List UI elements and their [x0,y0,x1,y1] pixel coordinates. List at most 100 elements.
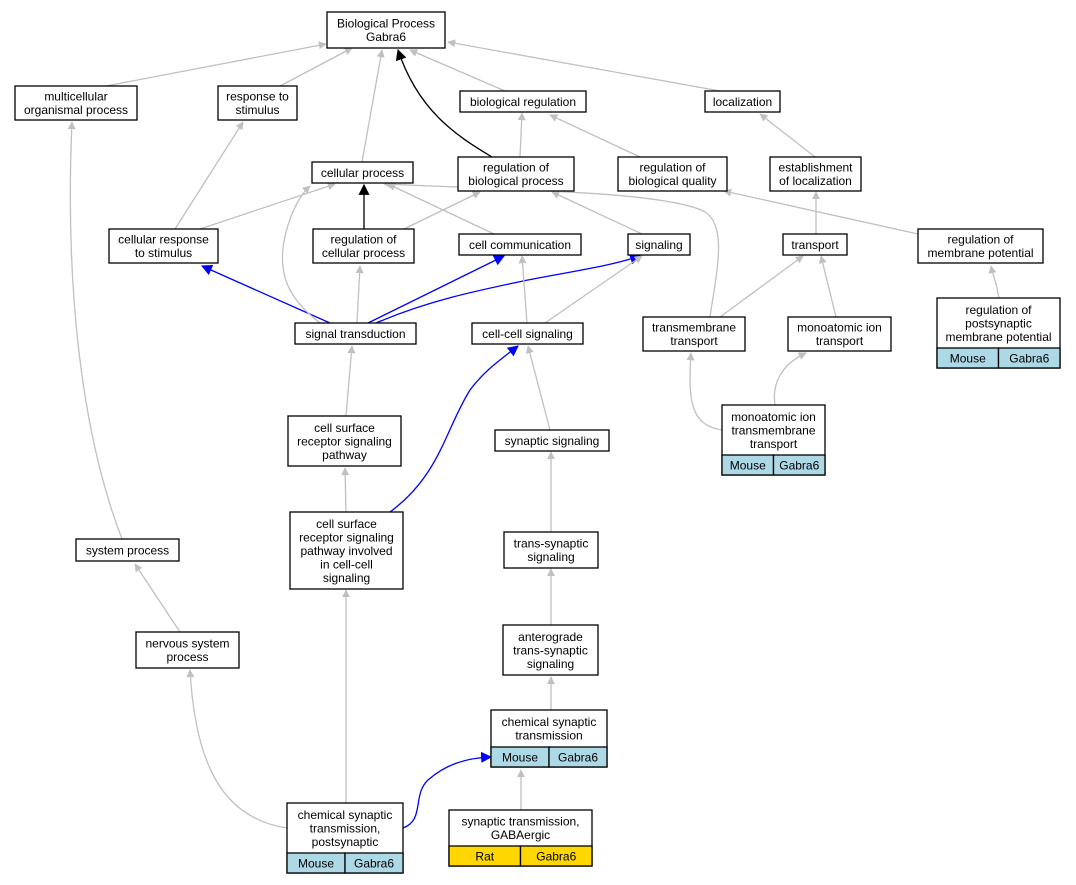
node-label-line: transmembrane [731,423,815,437]
node-label-line: localization [713,95,772,109]
node-label-line: transmission, [310,821,381,835]
node-chemical_postsynaptic[interactable]: chemical synaptictransmission,postsynapt… [286,802,404,874]
annotation-cell [772,454,826,476]
edge-cellular_response-to-cellular_process [199,182,336,230]
edge-csrsp-to-signal_transduction [345,345,356,417]
node-box [503,531,599,569]
node-box [135,631,240,669]
node-label-line: chemical synaptic [298,808,393,822]
node-label-line: regulation of [483,161,550,175]
node-box [617,156,728,192]
node-monoatomic_ion_tm[interactable]: monoatomic iontransmembranetransportMous… [721,404,826,476]
node-box [627,233,691,256]
node-label-line: cell-cell signaling [482,327,573,341]
edge-regulation_bp-to-biological_regulation [517,112,526,158]
node-label-line: trans-synaptic [513,643,588,657]
node-signal_transduction[interactable]: signal transduction [294,322,417,345]
annotation-label: Gabra6 [1009,351,1049,365]
edge-localization-to-bp [447,39,721,92]
node-label-line: response to [226,90,289,104]
node-box [642,316,746,352]
edge-monoatomic_ion_tm-to-monoatomic_ion_transport [773,352,807,406]
edge-system_process-to-multicellular [67,121,123,540]
annotation-cell [344,852,404,874]
node-box [294,322,417,345]
annotation-label: Gabra6 [536,849,576,863]
node-cellular_process[interactable]: cellular process [311,161,414,184]
node-box [287,415,402,467]
node-label-line: signaling [635,238,682,252]
node-label-line: membrane potential [945,330,1051,344]
annotation-label: Mouse [298,856,334,870]
node-label-line: transport [816,334,864,348]
node-box [704,90,781,113]
node-label-line: postsynaptic [312,835,379,849]
node-label-line: transport [791,238,839,252]
node-label-line: transmembrane [652,321,736,335]
node-label-line: Gabra6 [366,30,406,44]
node-label-line: signal transduction [305,327,405,341]
node-box [459,90,587,113]
edge-signal_transduction-to-cellular_process [281,185,321,324]
node-label-line: cell communication [469,238,571,252]
node-system_process[interactable]: system process [75,538,180,562]
node-label-line: monoatomic ion [797,321,882,335]
annotation-label: Rat [475,849,494,863]
node-synaptic_signaling[interactable]: synaptic signaling [494,429,610,452]
node-label-line: pathway [322,448,367,462]
edge-signaling-to-regulation_bp [551,191,643,235]
node-label-line: membrane potential [927,246,1033,260]
node-label-line: regulation of [639,161,706,175]
node-label-line: regulation of [947,233,1014,247]
node-box [108,228,219,264]
edge-cell_communication-to-cellular_process [387,183,495,235]
edge-nervous_system_process-to-system_process [134,563,181,633]
node-label-line: stimulus [235,103,279,117]
node-label-line: signaling [527,657,574,671]
node-label-line: regulation of [965,303,1032,317]
node-label-line: trans-synaptic [514,537,589,551]
node-label-line: establishment [778,161,853,175]
edges-layer [67,39,1000,829]
node-box [312,228,415,264]
node-cell_communication[interactable]: cell communication [458,233,582,256]
node-label-line: biological regulation [470,95,576,109]
edge-regulation_membrane-to-regulation_quality [723,188,919,235]
node-localization[interactable]: localization [704,90,781,113]
edge-cell_cell_signaling-to-signaling [544,255,643,324]
edge-signal_transduction-to-cell_communication [367,255,505,324]
edge-biological_regulation-to-bp [409,49,506,92]
edge-response_to_stimulus-to-bp [279,47,353,87]
annotation-label: Gabra6 [354,856,394,870]
edge-chemical_postsynaptic-to-nervous_system_process [186,669,288,829]
annotation-label: Mouse [950,351,986,365]
node-box [326,11,446,49]
node-biological_regulation[interactable]: biological regulation [459,90,587,113]
node-signaling[interactable]: signaling [627,233,691,256]
edge-multicellular-to-bp [105,41,327,87]
node-cell_cell_signaling[interactable]: cell-cell signaling [471,322,584,345]
node-transport[interactable]: transport [782,233,848,256]
annotation-cell [997,347,1061,369]
node-label-line: GABAergic [491,828,550,842]
